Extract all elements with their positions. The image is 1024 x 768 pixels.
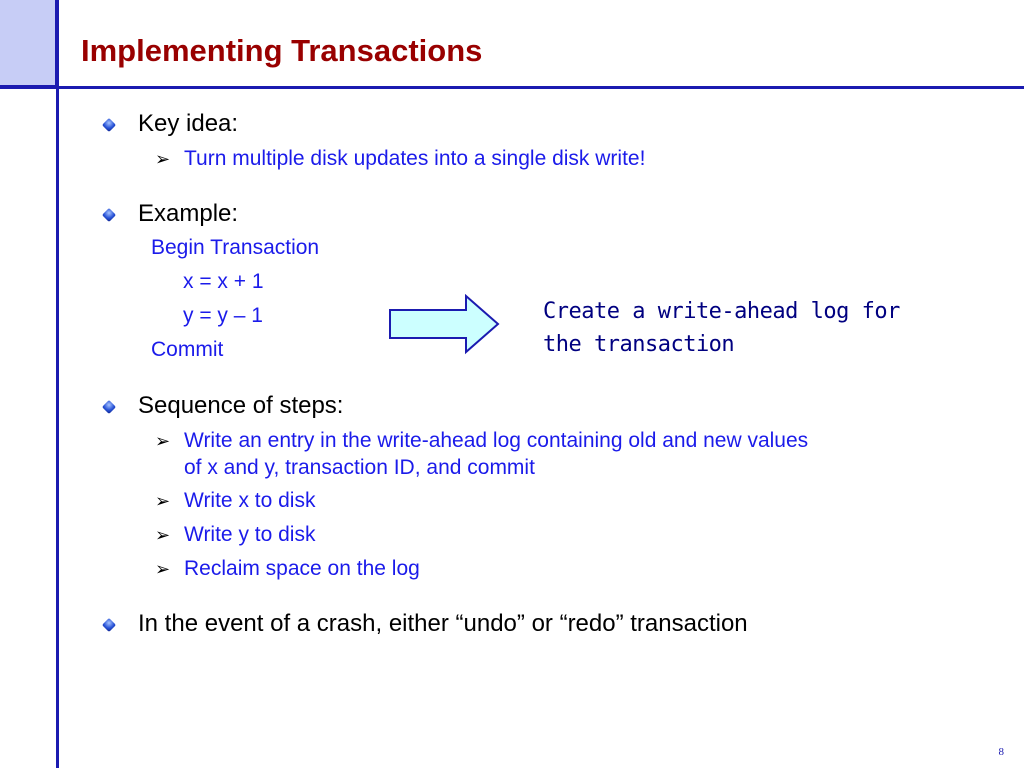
right-arrow-icon xyxy=(389,294,500,355)
bullet-diamond-icon xyxy=(101,617,117,633)
vertical-rule xyxy=(56,0,59,768)
bullet-example: Example: xyxy=(138,200,239,227)
step-write-y: Write y to disk xyxy=(184,523,316,546)
bullet-diamond-icon xyxy=(101,399,117,415)
code-x-update: x = x + 1 xyxy=(183,270,264,293)
code-y-update: y = y – 1 xyxy=(183,304,263,327)
arrowhead-bullet-icon: ➢ xyxy=(155,491,171,511)
arrowhead-bullet-icon: ➢ xyxy=(155,525,171,545)
callout-note: Create a write-ahead log for the transac… xyxy=(543,296,963,361)
horizontal-rule xyxy=(0,86,1024,89)
slide-title: Implementing Transactions xyxy=(81,33,483,68)
page-number: 8 xyxy=(998,746,1005,758)
arrowhead-bullet-icon: ➢ xyxy=(155,559,171,579)
step-write-log-entry: Write an entry in the write-ahead log co… xyxy=(184,429,809,452)
code-begin-transaction: Begin Transaction xyxy=(151,236,320,259)
step-write-log-entry-cont: of x and y, transaction ID, and commit xyxy=(184,456,535,479)
bullet-sequence-of-steps: Sequence of steps: xyxy=(138,392,344,419)
bullet-diamond-icon xyxy=(101,117,117,133)
sub-bullet-single-write: Turn multiple disk updates into a single… xyxy=(184,147,646,170)
callout-line-1: Create a write-ahead log for xyxy=(543,299,900,324)
arrowhead-bullet-icon: ➢ xyxy=(155,431,171,451)
callout-line-2: the transaction xyxy=(543,331,735,357)
corner-decoration xyxy=(0,0,58,88)
code-commit: Commit xyxy=(151,338,224,361)
bullet-diamond-icon xyxy=(101,207,117,223)
step-write-x: Write x to disk xyxy=(184,489,316,512)
bullet-key-idea: Key idea: xyxy=(138,110,239,137)
arrowhead-bullet-icon: ➢ xyxy=(155,149,171,169)
bullet-crash-recovery: In the event of a crash, either “undo” o… xyxy=(138,610,748,637)
step-reclaim-log: Reclaim space on the log xyxy=(184,557,420,580)
